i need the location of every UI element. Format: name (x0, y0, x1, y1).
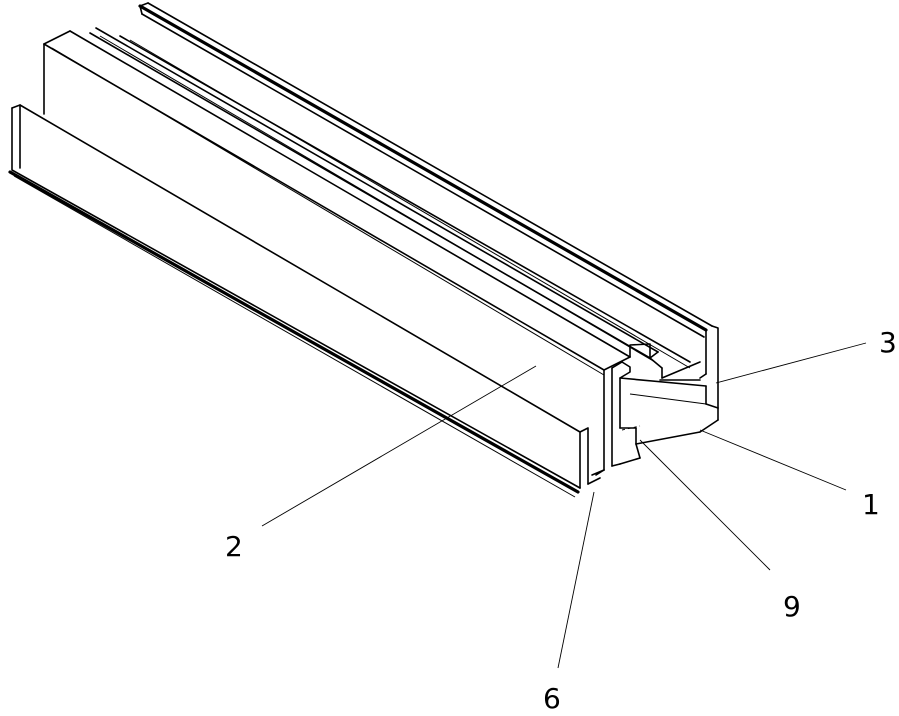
callout-label-1: 1 (862, 488, 880, 521)
end-face-profile (595, 361, 719, 476)
upper-rails (89, 27, 701, 381)
back-rail (138, 2, 719, 409)
leader-1 (699, 429, 847, 491)
tall-wall (43, 30, 631, 476)
callout-label-3: 3 (879, 326, 897, 359)
callout-label-2: 2 (225, 530, 243, 563)
leader-2 (261, 365, 537, 527)
callout-label-6: 6 (543, 682, 561, 715)
leader-6 (557, 491, 595, 669)
left-flange (8, 104, 601, 498)
callout-label-9: 9 (783, 590, 801, 623)
leader-lines (261, 342, 867, 669)
leader-3 (715, 342, 867, 384)
leader-9 (639, 439, 771, 571)
